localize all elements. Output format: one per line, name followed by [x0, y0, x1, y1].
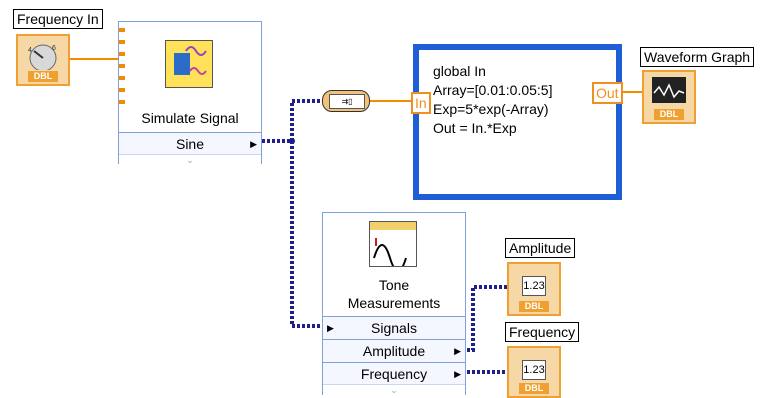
svg-text:4: 4: [28, 47, 32, 54]
amplitude-output-label: Amplitude: [362, 343, 426, 359]
from-dynamic-data-converter[interactable]: ⇉▯: [322, 90, 370, 112]
amplitude-value: 1.23: [522, 276, 546, 296]
tone-measurements-title-2: Measurements: [347, 295, 441, 311]
simulate-signal-title: Simulate Signal: [141, 110, 239, 126]
wire-amplitude-to-indicator[interactable]: [462, 285, 507, 352]
frequency-dbl-tag: DBL: [519, 383, 549, 394]
frequency-output-label: Frequency: [360, 366, 428, 382]
tone-measurements-expand-icon[interactable]: ⌄: [323, 384, 465, 395]
formula-line-1: global In: [433, 63, 486, 79]
tone-measurements-vi[interactable]: Tone Measurements ▶ Signals Amplitude ▶ …: [322, 212, 466, 395]
converter-icon: ⇉▯: [329, 94, 365, 109]
formula-line-4: Out = In.*Exp: [433, 120, 517, 136]
simulate-signal-expand-icon[interactable]: ⌄: [119, 154, 261, 165]
frequency-indicator-label: Frequency: [505, 322, 580, 342]
waveform-graph-label: Waveform Graph: [640, 47, 755, 67]
formula-line-3: Exp=5*exp(-Array): [433, 101, 549, 117]
simulate-signal-input-terminals: [119, 28, 125, 108]
amplitude-dbl-tag: DBL: [519, 301, 549, 312]
simulate-signal-icon: [165, 40, 213, 88]
formula-in-terminal[interactable]: In: [411, 92, 431, 114]
output-arrow-icon: ▶: [454, 346, 461, 356]
sine-output-label: Sine: [175, 136, 205, 152]
simulate-signal-vi[interactable]: Simulate Signal Sine ▶ ⌄: [118, 21, 262, 165]
waveform-graph-indicator[interactable]: DBL: [642, 70, 696, 124]
formula-code: global In Array=[0.01:0.05:5] Exp=5*exp(…: [433, 62, 552, 138]
tone-measurements-icon: [369, 221, 417, 272]
tone-measurements-title-1: Tone: [378, 277, 410, 293]
frequency-indicator[interactable]: 1.23 DBL: [507, 346, 561, 398]
waveform-graph-dbl-tag: DBL: [654, 109, 684, 120]
formula-node[interactable]: global In Array=[0.01:0.05:5] Exp=5*exp(…: [413, 44, 622, 200]
wire-sine-to-converter[interactable]: [262, 99, 322, 143]
wire-junction: [289, 138, 295, 144]
output-arrow-icon: ▶: [454, 369, 461, 379]
input-arrow-icon: ▶: [327, 323, 334, 333]
tone-output-frequency[interactable]: Frequency ▶: [323, 362, 465, 385]
svg-text:6: 6: [52, 45, 56, 52]
formula-line-2: Array=[0.01:0.05:5]: [433, 82, 553, 98]
output-arrow-icon: ▶: [250, 139, 257, 149]
frequency-value: 1.23: [522, 360, 546, 380]
amplitude-indicator-label: Amplitude: [505, 238, 576, 258]
graph-icon: [652, 77, 686, 103]
signals-input-label: Signals: [371, 320, 417, 336]
tone-input-signals[interactable]: ▶ Signals: [323, 316, 465, 339]
frequency-in-label: Frequency In: [13, 9, 103, 29]
amplitude-indicator[interactable]: 1.23 DBL: [507, 262, 561, 316]
simulate-signal-output-sine[interactable]: Sine ▶: [119, 132, 261, 155]
formula-out-terminal[interactable]: Out: [592, 82, 623, 104]
wire-sine-to-signals[interactable]: [290, 141, 322, 328]
tone-waveform-icon: [370, 222, 416, 272]
frequency-in-dbl-tag: DBL: [28, 71, 58, 82]
sine-generator-icon: [174, 46, 207, 75]
tone-output-amplitude[interactable]: Amplitude ▶: [323, 339, 465, 362]
